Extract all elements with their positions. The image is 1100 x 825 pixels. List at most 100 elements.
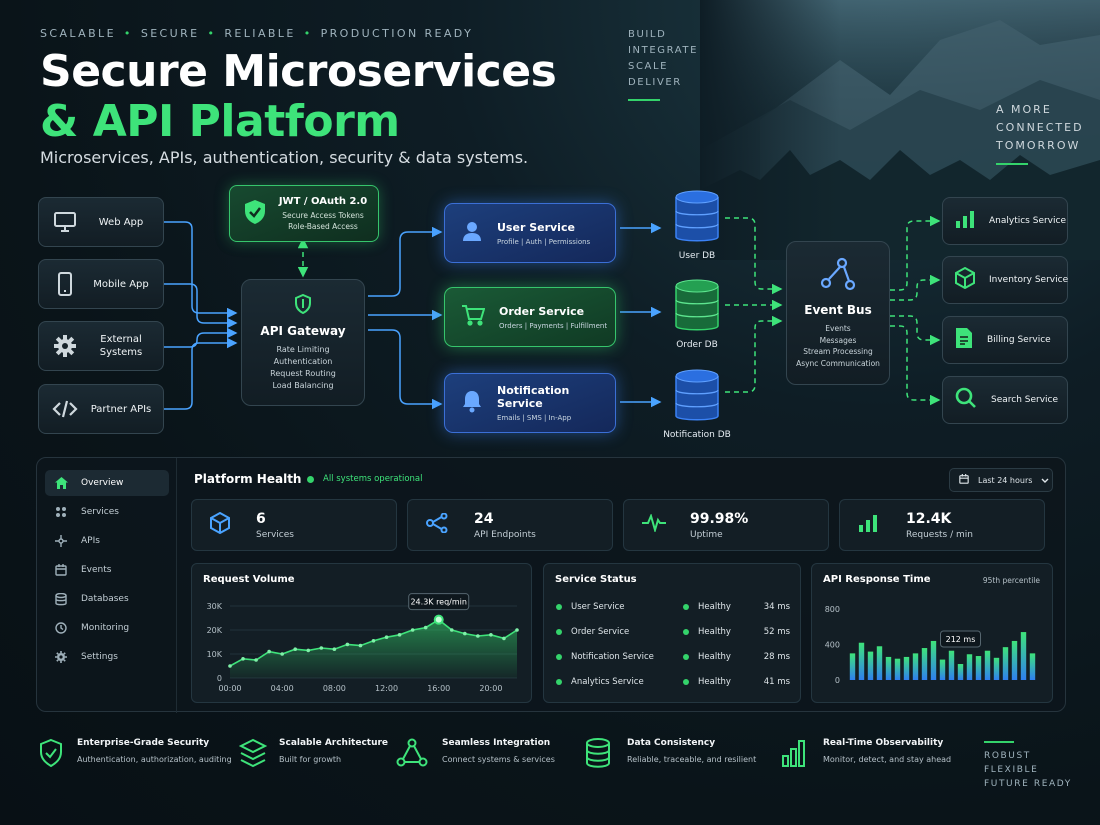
status-dot-icon (556, 629, 562, 635)
nav-monitoring[interactable]: Monitoring (45, 615, 169, 641)
stat-uptime-label: Uptime (690, 529, 723, 540)
api-gateway[interactable]: API Gateway Rate Limiting Authentication… (241, 279, 365, 406)
downstream-billing[interactable]: Billing Service (942, 316, 1068, 364)
tagline-scalable: SCALABLE (40, 27, 116, 40)
calendar-icon (53, 564, 69, 576)
cart-icon (461, 304, 486, 330)
downstream-search[interactable]: Search Service (942, 376, 1068, 424)
data-point (280, 652, 284, 656)
database-icon (53, 592, 69, 606)
downstream-inventory-label: Inventory Service (989, 275, 1069, 285)
auth-title: JWT / OAuth 2.0 (278, 196, 368, 207)
nav-apis[interactable]: APIs (45, 528, 169, 554)
client-web-app-label: Web App (98, 216, 144, 228)
downstream-analytics[interactable]: Analytics Service (942, 197, 1068, 245)
database-icon (675, 190, 719, 242)
data-point (397, 633, 402, 637)
word-stack: BUILD INTEGRATE SCALE DELIVER (628, 27, 698, 101)
page-title-line2: & API Platform (40, 96, 400, 147)
response-time-bar (912, 653, 919, 680)
response-time-bar (948, 650, 955, 680)
status-dot-icon (683, 654, 689, 660)
response-annotation-box (940, 630, 981, 648)
database-order[interactable]: Order DB (642, 278, 752, 350)
footer-scalable-title: Scalable Architecture (279, 738, 389, 748)
data-point (449, 628, 454, 632)
nav-monitoring-label: Monitoring (81, 623, 130, 633)
database-user-label: User DB (678, 251, 716, 261)
service-status-title: Service Status (555, 574, 637, 585)
response-time-bar (894, 658, 901, 680)
x-tick-label: 00:00 (218, 684, 241, 693)
footer-word-future-ready: FUTURE READY (984, 779, 1072, 789)
time-range-select[interactable]: Last 24 hours (949, 468, 1053, 492)
pulse-icon (642, 513, 666, 536)
data-point (241, 657, 245, 661)
service-user-name: User Service (497, 220, 575, 234)
tomorrow-line3: TOMORROW (996, 139, 1081, 152)
response-time-bar (930, 640, 937, 680)
word-build: BUILD (628, 29, 667, 40)
y-tick-label: 0 (835, 676, 840, 685)
stat-api-endpoints-value: 24 (474, 510, 494, 527)
nav-databases-label: Databases (81, 594, 129, 604)
nav-databases[interactable]: Databases (45, 586, 169, 612)
page-subtitle: Microservices, APIs, authentication, sec… (40, 148, 529, 167)
service-state: Healthy (698, 627, 731, 637)
gateway-feature-request-routing: Request Routing (270, 368, 336, 378)
user-icon (461, 220, 483, 246)
footer-data-consistency-sub: Reliable, traceable, and resilient (627, 755, 757, 764)
response-time-bar (849, 653, 856, 680)
database-notification[interactable]: Notification DB (642, 368, 752, 440)
time-range-value: Last 24 hours (978, 475, 1033, 485)
service-notification-name: Notification Service (497, 384, 570, 410)
peak-marker (433, 614, 444, 625)
stat-api-endpoints-label: API Endpoints (474, 529, 536, 540)
database-user[interactable]: User DB (642, 189, 752, 261)
gateway-feature-load-balancing: Load Balancing (272, 380, 334, 390)
response-time-subtitle: 95th percentile (982, 576, 1040, 585)
client-web-app[interactable]: Web App (38, 197, 164, 247)
data-point (345, 642, 350, 647)
nav-services[interactable]: Services (45, 499, 169, 525)
event-bus[interactable]: Event Bus Events Messages Stream Process… (786, 241, 890, 385)
downstream-analytics-label: Analytics Service (989, 216, 1066, 226)
response-time-bar (858, 642, 865, 680)
response-time-bar (867, 651, 874, 680)
footer-data-consistency-title: Data Consistency (627, 738, 716, 748)
data-point (423, 625, 428, 630)
status-dot-icon (683, 679, 689, 685)
nav-events[interactable]: Events (45, 557, 169, 583)
client-partner-apis[interactable]: Partner APIs (38, 384, 164, 434)
nav-events-label: Events (81, 565, 112, 575)
data-point (463, 631, 467, 636)
data-point (371, 639, 376, 643)
client-external-systems[interactable]: External Systems (38, 321, 164, 371)
nav-settings[interactable]: Settings (45, 644, 169, 670)
nav-services-label: Services (81, 507, 119, 517)
tagline: SCALABLE•SECURE•RELIABLE•PRODUCTION READ… (40, 27, 474, 40)
data-point (306, 648, 311, 653)
tagline-secure: SECURE (140, 27, 200, 40)
downstream-inventory[interactable]: Inventory Service (942, 256, 1068, 304)
response-time-title: API Response Time (823, 574, 931, 585)
api-gateway-title: API Gateway (260, 323, 346, 338)
service-name: User Service (571, 602, 625, 612)
database-icon (675, 279, 719, 331)
nav-overview[interactable]: Overview (45, 470, 169, 496)
footer-observability-title: Real-Time Observability (823, 738, 944, 748)
monitor-icon (51, 208, 79, 236)
client-mobile-app[interactable]: Mobile App (38, 259, 164, 309)
auth-jwt-oauth[interactable]: JWT / OAuth 2.0 Secure Access Tokens Rol… (229, 185, 379, 242)
footer-integration-sub: Connect systems & services (442, 755, 555, 764)
